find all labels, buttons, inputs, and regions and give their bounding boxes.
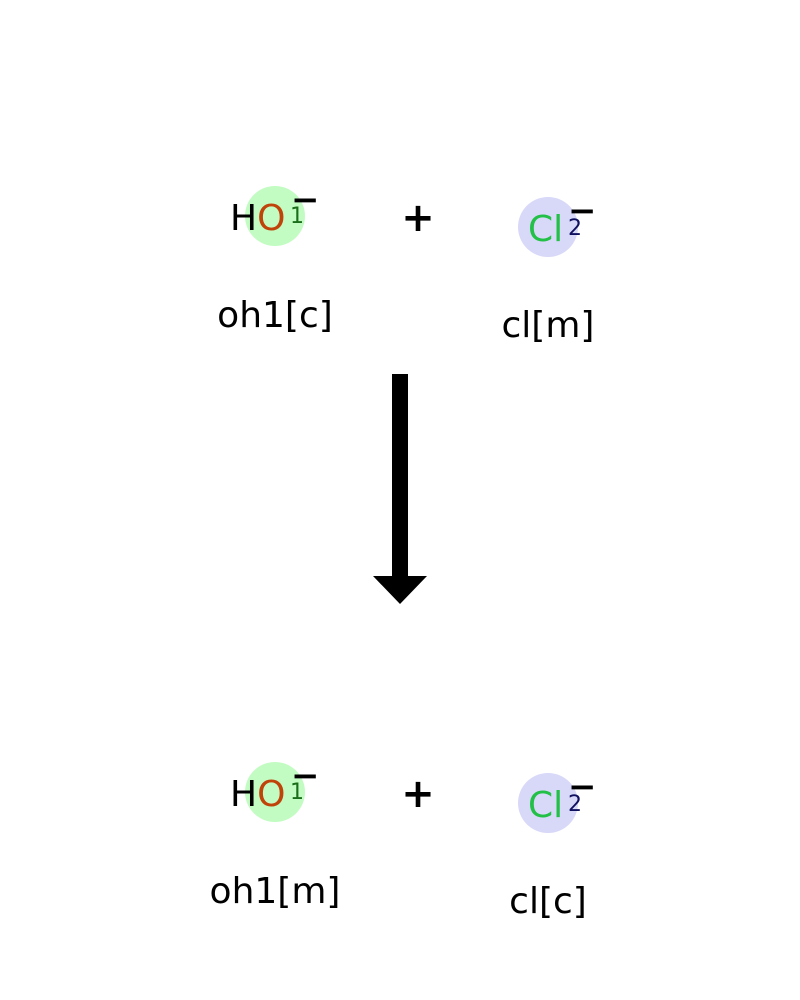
atom-map-number: 2 <box>568 216 582 241</box>
hydrogen-label: H <box>230 774 258 815</box>
reaction-arrow <box>373 374 427 604</box>
hydrogen-label: H <box>230 198 258 239</box>
oxygen-label: O <box>257 774 286 815</box>
charge-sign: − <box>291 180 320 220</box>
atom-map-number: 1 <box>290 204 304 229</box>
charge-sign: − <box>568 191 597 231</box>
formula: HO <box>230 201 285 237</box>
arrow-head <box>373 576 427 604</box>
atom-highlight-o1 <box>245 186 305 246</box>
oxygen-label: O <box>257 198 286 239</box>
charge-sign: − <box>291 756 320 796</box>
reactant-chloride: Cl 2 − <box>448 190 648 270</box>
plus-operator: + <box>401 771 435 817</box>
chlorine-label: Cl <box>528 209 564 250</box>
formula: HO <box>230 777 285 813</box>
formula: Cl <box>528 788 563 824</box>
atom-highlight-o1 <box>245 762 305 822</box>
species-name: cl[m] <box>501 305 595 346</box>
charge-sign: − <box>568 767 597 807</box>
species-name: oh1[m] <box>209 871 341 912</box>
atom-map-number: 2 <box>568 792 582 817</box>
formula: Cl <box>528 212 563 248</box>
atom-highlight-cl2 <box>518 197 578 257</box>
species-name: oh1[c] <box>217 295 333 336</box>
reactant-hydroxide: HO 1 − <box>175 180 375 260</box>
plus-operator: + <box>401 195 435 241</box>
atom-map-number: 1 <box>290 780 304 805</box>
arrow-shaft <box>392 374 408 580</box>
chlorine-label: Cl <box>528 785 564 826</box>
product-chloride: Cl 2 − <box>448 766 648 846</box>
species-name: cl[c] <box>509 881 587 922</box>
atom-highlight-cl2 <box>518 773 578 833</box>
product-hydroxide: HO 1 − <box>175 756 375 836</box>
